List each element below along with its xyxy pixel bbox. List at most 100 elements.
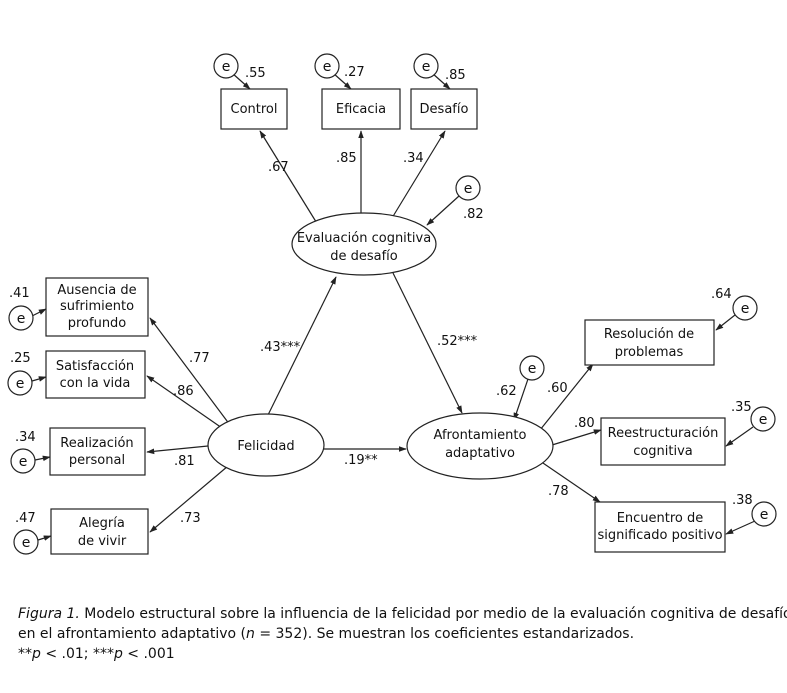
error-ausencia: e [8, 305, 34, 331]
error-label: e [22, 535, 31, 551]
coef-afrontamiento-resolucion: .60 [547, 381, 568, 396]
path-coefficients: .67 .85 .34 .77 .86 .81 .73 .43*** .52**… [173, 151, 595, 526]
node-label-line1: Reestructuración [608, 426, 719, 441]
node-realizacion: Realización personal [49, 427, 146, 476]
node-reestructuracion: Reestructuración cognitiva [600, 417, 726, 466]
node-label-line1: Afrontamiento [434, 428, 527, 443]
caption-p-symbol: p [113, 646, 123, 662]
coef-evaluacion-eficacia: .85 [336, 151, 357, 166]
path-afrontamiento-resolucion [539, 363, 594, 431]
error-label: e [222, 59, 231, 75]
caption-text: ** [18, 646, 32, 662]
error-encuentro: e [751, 501, 777, 527]
node-label-line1: Alegría [79, 516, 125, 531]
error-evaluacion: e [455, 175, 481, 201]
error-label: e [323, 59, 332, 75]
node-afrontamiento: Afrontamiento adaptativo [406, 412, 554, 480]
error-label: e [741, 301, 750, 317]
coef-evaluacion-control: .67 [268, 160, 289, 175]
path-evaluacion-afrontamiento [392, 272, 463, 414]
error-label: e [760, 507, 769, 523]
node-label-line2: personal [69, 453, 125, 468]
path-felicidad-alegria [149, 465, 229, 533]
error-label: e [528, 361, 537, 377]
node-label-line1: Satisfacción [56, 359, 134, 374]
path-felicidad-ausencia [149, 317, 231, 426]
caption-text: < .001 [122, 646, 175, 662]
error-value-control: .55 [245, 66, 266, 81]
error-value-reestructuracion: .35 [731, 400, 752, 415]
error-label: e [17, 311, 26, 327]
node-evaluacion: Evaluación cognitiva de desafío [291, 212, 437, 276]
error-arrow-control [231, 72, 251, 90]
node-label-line1: Resolución de [604, 327, 694, 342]
node-label-line1: Realización [60, 436, 133, 451]
node-label-line2: significado positivo [597, 528, 722, 543]
error-desafio: e [413, 53, 439, 79]
node-label-line2: de vivir [78, 534, 127, 549]
node-alegria: Alegría de vivir [50, 508, 149, 555]
coef-felicidad-realizacion: .81 [174, 454, 195, 469]
error-value-eficacia: .27 [344, 65, 365, 80]
node-label-line1: Encuentro de [617, 511, 704, 526]
figure-caption: Figura 1. Modelo estructural sobre la in… [18, 604, 787, 664]
node-label: Eficacia [336, 102, 386, 117]
paths [31, 72, 756, 541]
coef-felicidad-alegria: .73 [180, 511, 201, 526]
node-ausencia: Ausencia de sufrimiento profundo [45, 277, 149, 337]
error-realizacion: e [10, 448, 36, 474]
caption-line-2: en el afrontamiento adaptativo (n = 352)… [18, 624, 783, 644]
path-evaluacion-desafio [391, 130, 446, 219]
error-arrow-encuentro [725, 520, 756, 535]
error-arrow-desafio [431, 72, 451, 90]
path-felicidad-realizacion [146, 445, 209, 455]
coef-felicidad-evaluacion: .43*** [260, 340, 301, 355]
coef-evaluacion-afrontamiento: .52*** [437, 334, 478, 349]
error-label: e [422, 59, 431, 75]
caption-text: Modelo estructural sobre la influencia d… [79, 606, 787, 622]
coef-afrontamiento-reestructuracion: .80 [574, 416, 595, 431]
node-satisfaccion: Satisfacción con la vida [45, 350, 146, 399]
node-label-line2: de desafío [330, 249, 398, 264]
node-label-line2: cognitiva [633, 444, 693, 459]
error-satisfaccion: e [7, 370, 33, 396]
coef-felicidad-afrontamiento: .19** [344, 453, 378, 468]
error-label: e [759, 412, 768, 428]
caption-line-1: Figura 1. Modelo estructural sobre la in… [18, 604, 787, 624]
error-arrow-eficacia [332, 72, 352, 90]
error-afrontamiento: e [519, 355, 545, 381]
caption-p-symbol: p [32, 646, 41, 662]
node-label: Control [231, 102, 278, 117]
error-value-evaluacion: .82 [463, 207, 484, 222]
coef-evaluacion-desafio: .34 [403, 151, 424, 166]
node-label-line1: Evaluación cognitiva [297, 231, 431, 246]
error-label: e [464, 181, 473, 197]
error-arrow-realizacion [34, 455, 51, 462]
error-value-alegria: .47 [15, 511, 36, 526]
node-label: Desafío [420, 102, 469, 117]
error-arrow-satisfaccion [31, 376, 47, 382]
error-value-desafio: .85 [445, 68, 466, 83]
structural-model-diagram: Control Eficacia Desafío Ausencia de suf… [7, 53, 777, 555]
error-values: .55 .27 .85 .82 .41 .25 .34 .47 .62 .64 … [9, 65, 753, 526]
node-resolucion: Resolución de problemas [584, 319, 715, 366]
node-encuentro: Encuentro de significado positivo [594, 501, 726, 553]
node-label-line2: con la vida [60, 376, 131, 391]
node-label-line2: sufrimiento [60, 299, 134, 314]
error-resolucion: e [732, 295, 758, 321]
error-value-ausencia: .41 [9, 286, 30, 301]
caption-text: = 352). Se muestran los coeficientes est… [254, 626, 635, 642]
figure-label: Figura 1. [18, 606, 80, 622]
node-label-line1: Ausencia de [57, 283, 136, 298]
coef-afrontamiento-encuentro: .78 [548, 484, 569, 499]
caption-text: < .01; *** [40, 646, 114, 662]
coef-felicidad-satisfaccion: .86 [173, 384, 194, 399]
node-felicidad: Felicidad [207, 413, 325, 477]
node-label-line3: profundo [68, 316, 127, 331]
error-arrow-resolucion [715, 314, 736, 331]
error-arrow-reestructuracion [725, 426, 754, 447]
error-eficacia: e [314, 53, 340, 79]
node-desafio: Desafío [410, 88, 478, 130]
error-value-realizacion: .34 [15, 430, 36, 445]
error-alegria: e [13, 529, 39, 555]
